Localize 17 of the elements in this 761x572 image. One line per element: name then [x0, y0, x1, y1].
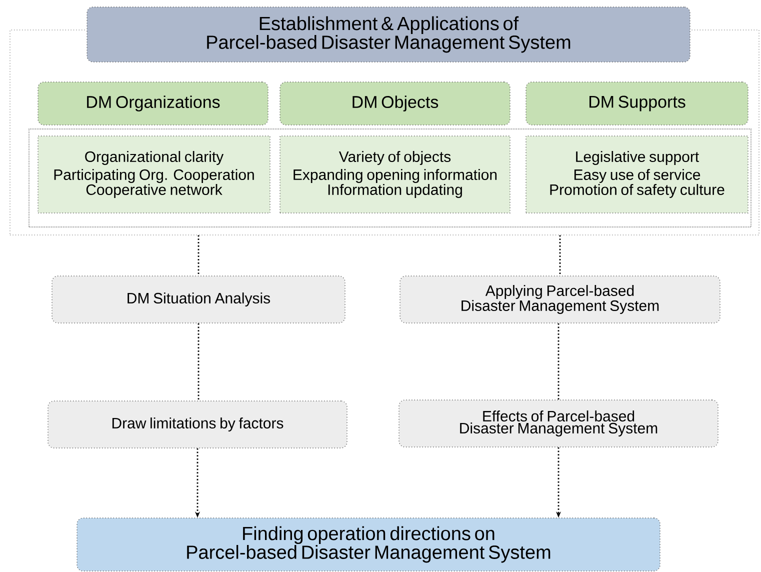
result-box: Finding operation directions on Parcel-based Disaster Management System	[76, 518, 660, 572]
process-box: Applying Parcel-based Disaster Management System	[400, 276, 720, 324]
group-outline	[28, 128, 752, 228]
connector-line	[198, 235, 200, 276]
category-box: DM Organizations	[38, 82, 268, 126]
factor-box: Organizational clarity Participating Org. Cooperation Cooperative network	[38, 136, 270, 214]
factor-box: Variety of objects Expanding opening information Information updating	[280, 136, 510, 214]
connector-line	[558, 323, 560, 400]
category-box: DM Objects	[280, 82, 510, 126]
title-box: Establishment & Applications of Parcel-based Disaster Management System	[86, 6, 690, 62]
category-box: DM Supports	[526, 82, 748, 126]
connector-line	[198, 323, 200, 401]
process-box: Effects of Parcel-based Disaster Management System	[398, 400, 718, 448]
process-box: DM Situation Analysis	[52, 276, 346, 324]
process-box: Draw limitations by factors	[48, 400, 348, 448]
factor-box: Legislative support Easy use of service Promotion of safety culture	[526, 136, 748, 214]
connector-line	[559, 235, 561, 276]
